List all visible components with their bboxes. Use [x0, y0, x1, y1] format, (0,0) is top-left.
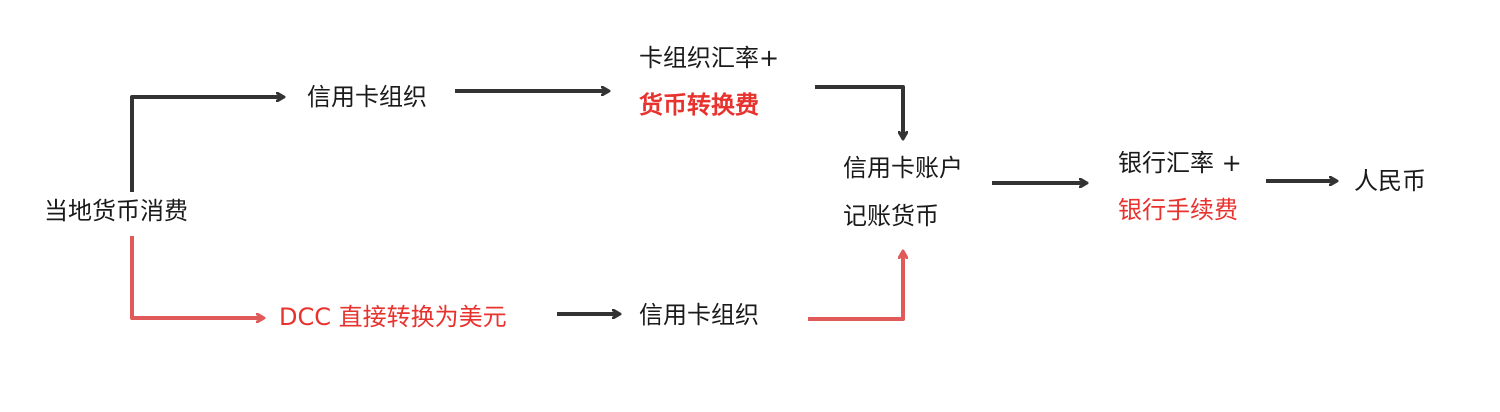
node-billing-currency: 记账货币	[843, 202, 939, 230]
arrow-card-org-to-account	[808, 252, 903, 321]
node-card-rate: 卡组织汇率+	[639, 44, 780, 72]
node-card-org-bottom: 信用卡组织	[639, 301, 759, 329]
arrow-local-to-card-org	[130, 97, 283, 192]
node-card-org-top: 信用卡组织	[307, 83, 427, 111]
node-bank-fee: 银行手续费	[1118, 196, 1238, 224]
node-conversion-fee: 货币转换费	[639, 91, 759, 119]
node-card-account: 信用卡账户	[843, 154, 963, 182]
node-rmb: 人民币	[1354, 167, 1426, 195]
arrow-rate-to-account	[815, 85, 903, 138]
arrow-local-to-dcc	[130, 236, 263, 318]
node-bank-rate: 银行汇率 +	[1118, 149, 1242, 177]
node-local-spend: 当地货币消费	[44, 197, 188, 225]
node-dcc: DCC 直接转换为美元	[279, 303, 507, 331]
